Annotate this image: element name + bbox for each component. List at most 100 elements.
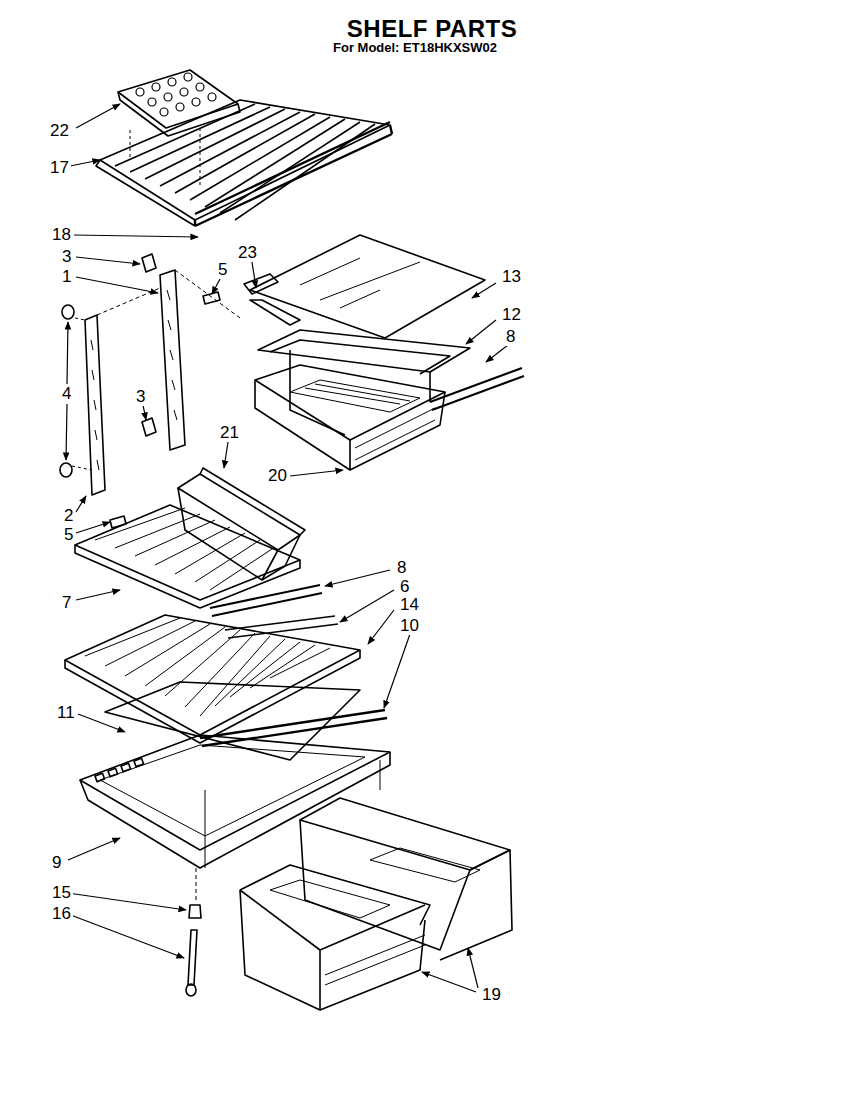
- callout-number: 23: [236, 243, 259, 262]
- crisper-bins: [300, 820, 470, 950]
- clips-caps-screws: [72, 318, 92, 470]
- leader-lines: [368, 610, 394, 644]
- crisper-bins: [270, 848, 480, 918]
- callout-number: 10: [398, 616, 421, 635]
- drawer: [290, 380, 420, 412]
- ice-tray: [208, 93, 216, 101]
- crisper-glass: [105, 682, 360, 760]
- ice-tray: [164, 93, 172, 101]
- crisper-frame: [108, 768, 118, 776]
- glass-shelf: [300, 258, 420, 308]
- shelf-bar: [210, 585, 322, 616]
- leader-lines: [68, 893, 186, 910]
- clips-caps-screws: [203, 292, 220, 304]
- shelf-trim: [225, 616, 338, 638]
- crisper-bins: [300, 798, 510, 870]
- ice-tray: [130, 128, 200, 185]
- callout-number: 1: [60, 267, 73, 286]
- shelf-rail: [167, 290, 177, 420]
- clips-caps-screws: [60, 254, 240, 528]
- callout-number: 6: [398, 577, 411, 596]
- clips-caps-screws: [62, 305, 74, 319]
- leader-lines: [76, 522, 110, 533]
- callout-number: 9: [50, 853, 63, 872]
- crisper-bins: [240, 798, 512, 1010]
- callout-number: 18: [50, 225, 73, 244]
- wire-shelf: [195, 122, 392, 226]
- small-shelf: [75, 505, 300, 608]
- crisper-bins: [240, 890, 425, 1010]
- ice-tray: [192, 98, 200, 106]
- clips-caps-screws: [142, 254, 156, 272]
- shelf-rail: [160, 270, 185, 450]
- leader-lines: [143, 405, 146, 420]
- leader-lines: [68, 838, 120, 860]
- callout-number: 8: [504, 327, 517, 346]
- shelf-rail: [91, 340, 99, 470]
- shelf-rail: [85, 270, 185, 495]
- ice-tray: [118, 70, 240, 185]
- leader-lines: [66, 104, 508, 992]
- callout-number: 13: [500, 267, 523, 286]
- callout-number: 3: [134, 387, 147, 406]
- leader-lines: [78, 714, 125, 732]
- small-shelf: [95, 508, 275, 590]
- ice-tray: [160, 108, 168, 116]
- leader-lines: [472, 283, 496, 298]
- callout-number: 8: [395, 558, 408, 577]
- leader-lines: [252, 262, 256, 288]
- page-title: SHELF PARTS: [345, 16, 519, 42]
- ice-tray: [152, 83, 160, 91]
- leader-lines: [74, 235, 198, 237]
- leader-lines: [76, 496, 86, 512]
- leader-lines: [224, 442, 228, 468]
- crisper-frame: [121, 763, 131, 771]
- leader-lines: [422, 972, 476, 992]
- model-number: For Model: ET18HKXSW02: [331, 40, 499, 55]
- large-shelf: [65, 615, 360, 735]
- callout-number: 17: [48, 158, 71, 177]
- ice-tray: [180, 88, 188, 96]
- callout-number: 7: [60, 593, 73, 612]
- ice-tray: [136, 88, 144, 96]
- ice-tray: [184, 73, 192, 81]
- leader-lines: [76, 104, 120, 128]
- door-bin: [178, 488, 278, 580]
- ice-tray: [176, 103, 184, 111]
- callout-number: 3: [60, 247, 73, 266]
- crisper-bins: [325, 935, 425, 985]
- leader-lines: [70, 160, 100, 166]
- callout-number: 15: [50, 883, 73, 902]
- clips-caps-screws: [60, 463, 72, 477]
- shelf-rail: [85, 315, 105, 495]
- wire-shelf: [96, 100, 392, 226]
- leader-lines: [66, 404, 67, 460]
- callout-number: 22: [48, 121, 71, 140]
- callout-number: 11: [55, 703, 77, 722]
- leader-lines: [325, 570, 390, 586]
- drawer: [270, 340, 450, 374]
- ice-tray: [118, 92, 240, 136]
- leader-lines: [76, 277, 158, 293]
- leader-lines: [68, 914, 184, 958]
- control-knob: [189, 905, 201, 918]
- crisper-frame: [134, 758, 144, 766]
- crisper-glass: [105, 682, 360, 760]
- control-knob: [186, 984, 196, 996]
- leader-lines: [466, 320, 496, 344]
- leader-lines: [340, 590, 394, 622]
- control-knob: [186, 868, 201, 996]
- callout-number: 5: [216, 260, 229, 279]
- ice-tray: [168, 78, 176, 86]
- leader-lines: [468, 948, 478, 988]
- clips-caps-screws: [142, 418, 156, 436]
- glass-shelf: [244, 274, 278, 294]
- glass-shelf: [250, 235, 485, 338]
- crisper-bins: [240, 890, 320, 1010]
- ice-tray: [136, 73, 216, 116]
- ice-tray: [148, 98, 156, 106]
- control-knob: [196, 868, 197, 903]
- wire-shelf: [96, 160, 195, 226]
- crisper-frame: [80, 735, 390, 868]
- crisper-frame: [205, 760, 380, 868]
